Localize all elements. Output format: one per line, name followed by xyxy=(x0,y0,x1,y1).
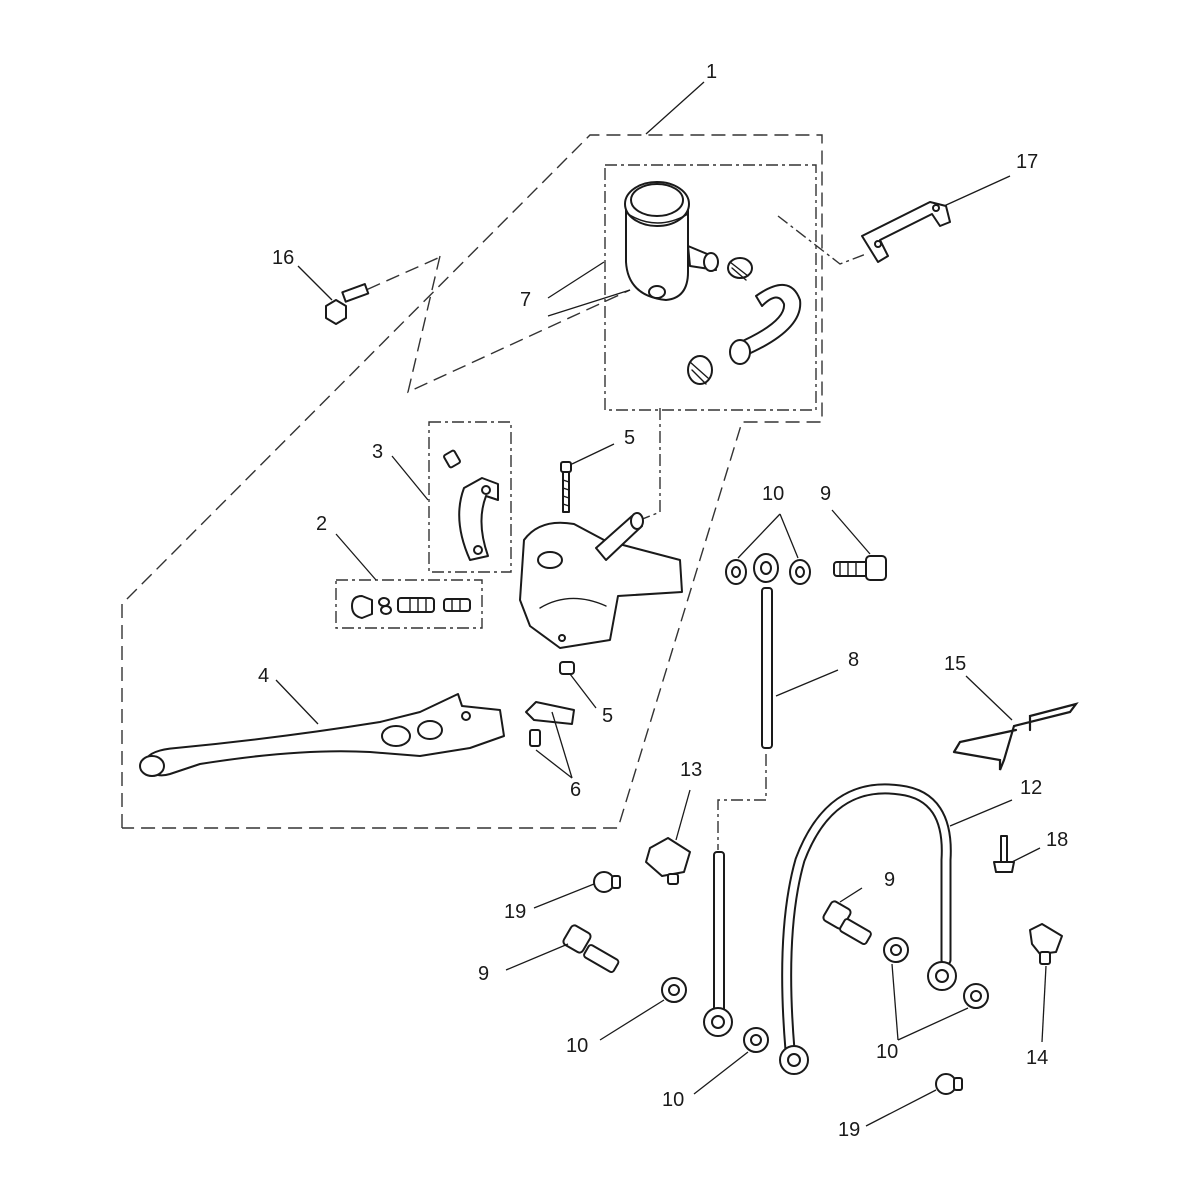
callout-15: 15 xyxy=(944,653,966,675)
bracket-link-line xyxy=(777,215,867,265)
lever-4 xyxy=(139,693,505,777)
callout-5-top: 5 xyxy=(624,427,635,449)
callout-19-upper: 19 xyxy=(504,901,526,923)
reservoir-link-line xyxy=(639,408,661,521)
pivot-kit-2 xyxy=(351,595,471,619)
callout-6: 6 xyxy=(570,779,581,801)
callout-18: 18 xyxy=(1046,829,1068,851)
washer-10-upper-left xyxy=(725,559,747,585)
callout-9-upper: 9 xyxy=(820,483,831,505)
plate-6 xyxy=(525,701,575,747)
callout-8: 8 xyxy=(848,649,859,671)
hose-clip-upper xyxy=(727,257,753,281)
washer-10-lower-right-b xyxy=(963,983,989,1009)
callout-7: 7 xyxy=(520,289,531,311)
callout-13: 13 xyxy=(680,759,702,781)
cap-19-upper xyxy=(593,871,621,893)
hose-12 xyxy=(781,783,952,1056)
assembly-outline xyxy=(121,134,823,829)
callout-19-lower: 19 xyxy=(838,1119,860,1141)
washer-10-lower-right-a xyxy=(883,937,909,963)
washer-10-lower-mid xyxy=(743,1027,769,1053)
banjo-bolt-9-lower-right xyxy=(822,900,872,946)
clip-13 xyxy=(645,837,691,885)
hose-8 xyxy=(761,587,773,749)
callout-2: 2 xyxy=(316,513,327,535)
hose-clip-lower xyxy=(687,355,713,385)
callout-14: 14 xyxy=(1026,1047,1048,1069)
banjo-fitting-12-lower xyxy=(779,1045,809,1075)
callout-10-lower-right: 10 xyxy=(876,1041,898,1063)
callout-9-lower-left: 9 xyxy=(478,963,489,985)
callout-5-bottom: 5 xyxy=(602,705,613,727)
reservoir-hose xyxy=(729,284,802,365)
screw-18 xyxy=(993,835,1015,873)
clip-15 xyxy=(952,702,1079,771)
callout-10-lower-mid: 10 xyxy=(662,1089,684,1111)
callout-16: 16 xyxy=(272,247,294,269)
hose-link-line xyxy=(717,754,767,850)
master-cylinder-body xyxy=(519,512,683,649)
pivot-subassembly-box xyxy=(335,579,483,629)
reservoir-subassembly-box xyxy=(604,164,817,411)
cap-19-lower xyxy=(935,1073,963,1095)
clamp-subassembly-box xyxy=(428,421,512,573)
leader-lines xyxy=(275,81,1047,1127)
screw-5-top xyxy=(560,461,572,513)
callout-17: 17 xyxy=(1016,151,1038,173)
callout-10-lower-left: 10 xyxy=(566,1035,588,1057)
hose-8-lower-pipe xyxy=(703,851,733,1037)
callout-labels: 1 2 3 4 5 5 6 7 8 9 9 9 10 10 10 10 12 1… xyxy=(258,61,1068,1141)
callout-4: 4 xyxy=(258,665,269,687)
clamp-3 xyxy=(443,449,499,561)
reservoir-7 xyxy=(624,181,719,301)
banjo-bolt-9-upper xyxy=(833,555,887,581)
banjo-fitting-upper xyxy=(753,553,779,583)
callout-10-upper: 10 xyxy=(762,483,784,505)
bolt-16 xyxy=(325,283,370,325)
callout-12: 12 xyxy=(1020,777,1042,799)
callout-3: 3 xyxy=(372,441,383,463)
callout-9-lower-right: 9 xyxy=(884,869,895,891)
nut-5-bottom xyxy=(559,661,575,675)
banjo-bolt-9-lower-left xyxy=(562,924,620,974)
washer-10-upper-right xyxy=(789,559,811,585)
callout-1: 1 xyxy=(706,61,717,83)
clip-14 xyxy=(1029,923,1063,965)
bracket-17 xyxy=(861,201,951,263)
washer-10-lower-left xyxy=(661,977,687,1003)
banjo-fitting-12-upper xyxy=(927,961,957,991)
